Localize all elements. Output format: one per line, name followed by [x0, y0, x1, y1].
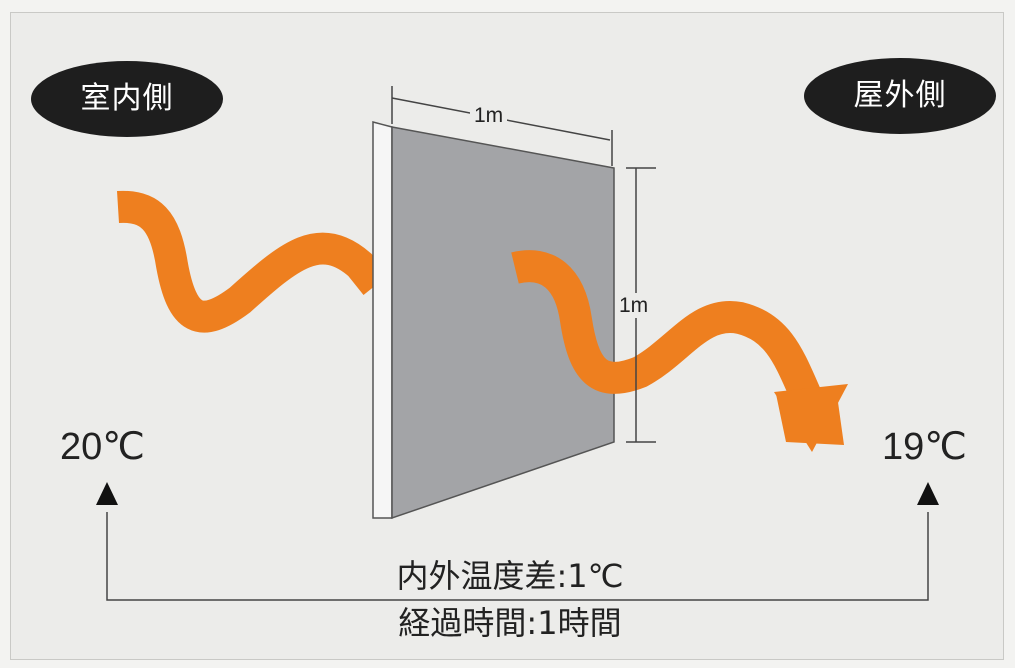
heat-flow-arrow-right	[511, 250, 823, 407]
outdoor-temperature: 19℃	[882, 426, 967, 468]
indoor-pill	[31, 61, 223, 137]
width-label: 1m	[470, 105, 508, 126]
height-label: 1m	[617, 293, 651, 318]
heat-flow-arrowhead-tip	[774, 384, 848, 452]
temperature-difference: 内外温度差:1℃	[330, 560, 690, 592]
elapsed-time: 経過時間:1時間	[398, 604, 622, 642]
indoor-temperature: 20℃	[60, 426, 145, 468]
wall-panel	[391, 126, 615, 520]
connector-line	[106, 512, 929, 601]
heat-flow-arrow-left	[117, 190, 389, 333]
indoor-label: 室内側	[80, 81, 174, 116]
wall-edge	[372, 121, 393, 519]
indoor-up-arrow	[96, 482, 118, 505]
outdoor-pill	[804, 58, 996, 134]
outdoor-label: 屋外側	[853, 78, 947, 113]
outdoor-up-arrow	[917, 482, 939, 505]
